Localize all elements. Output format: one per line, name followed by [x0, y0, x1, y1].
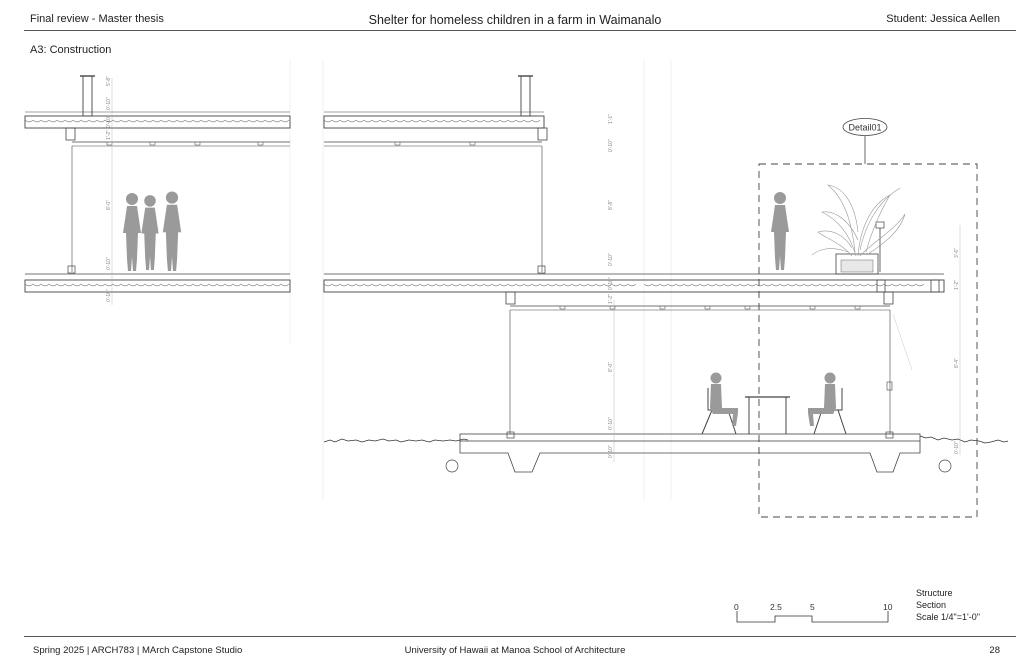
footer-school: University of Hawaii at Manoa School of …	[404, 645, 626, 656]
dim-left-under: 0'-10"	[106, 289, 112, 302]
detail-tag-label: Detail01	[848, 123, 881, 133]
dim-left-top: 5'-8"	[106, 76, 112, 86]
dim-mid-gap: 0'-10"	[608, 139, 614, 152]
dim-left-roof-b: 0'-10"	[106, 115, 112, 128]
detail-tag-bubble	[842, 118, 888, 136]
dim-left-room: 8'-0"	[106, 200, 112, 210]
dim-mid-base: 0'-10"	[608, 417, 614, 430]
left-section	[24, 75, 291, 305]
ground-line-left	[323, 438, 469, 443]
legend-line-section: Section	[916, 600, 947, 610]
dim-left-roof-a: 0'-10"	[106, 97, 112, 110]
scale-tick-5: 5	[810, 602, 815, 612]
dim-mid-gap2: 1'-2"	[608, 294, 614, 304]
footer-rule	[24, 636, 1016, 637]
dim-mid-room: 8'-8"	[608, 200, 614, 210]
dim-mid-floor-b: 0'-10"	[608, 277, 614, 290]
dim-right-gap: 1'-2"	[954, 280, 960, 290]
dim-mid-floor: 0'-10"	[608, 253, 614, 266]
section-subtitle: A3: Construction	[30, 44, 112, 56]
dim-left-floor: 0'-10"	[106, 257, 112, 270]
dim-right-base: 0'-10"	[954, 441, 960, 454]
scale-tick-10: 10	[883, 602, 893, 612]
right-people	[710, 192, 836, 426]
dim-left-gap: 1'-2"	[106, 130, 112, 140]
middle-section	[323, 75, 952, 473]
detail-boundary	[758, 163, 978, 518]
dim-right-room: 8'-4"	[954, 358, 960, 368]
header-left: Final review - Master thesis	[30, 13, 164, 25]
dim-mid-footing: 0'-10"	[608, 445, 614, 458]
scale-tick-2-5: 2.5	[770, 602, 782, 612]
header-title: Shelter for homeless children in a farm …	[368, 13, 662, 27]
footer-course: Spring 2025 | ARCH783 | MArch Capstone S…	[33, 645, 243, 656]
right-section	[701, 184, 961, 455]
left-people	[123, 191, 182, 271]
scale-bar	[736, 611, 889, 623]
dim-mid-roof: 1'-1"	[608, 114, 614, 124]
header-student: Student: Jessica Aellen	[886, 13, 1000, 25]
page-number: 28	[989, 645, 1000, 656]
header-rule	[24, 30, 1016, 31]
dim-mid-room2: 8'-0"	[608, 362, 614, 372]
legend-line-scale: Scale 1/4"=1'-0"	[916, 612, 980, 622]
scale-tick-0: 0	[734, 602, 739, 612]
dim-right-rail: 3'-6"	[954, 248, 960, 258]
plant-drawing	[811, 184, 906, 257]
ground-line-right	[919, 435, 1009, 444]
drawing-legend: Structure Section Scale 1/4"=1'-0"	[916, 587, 980, 623]
legend-line-structure: Structure	[916, 588, 953, 598]
